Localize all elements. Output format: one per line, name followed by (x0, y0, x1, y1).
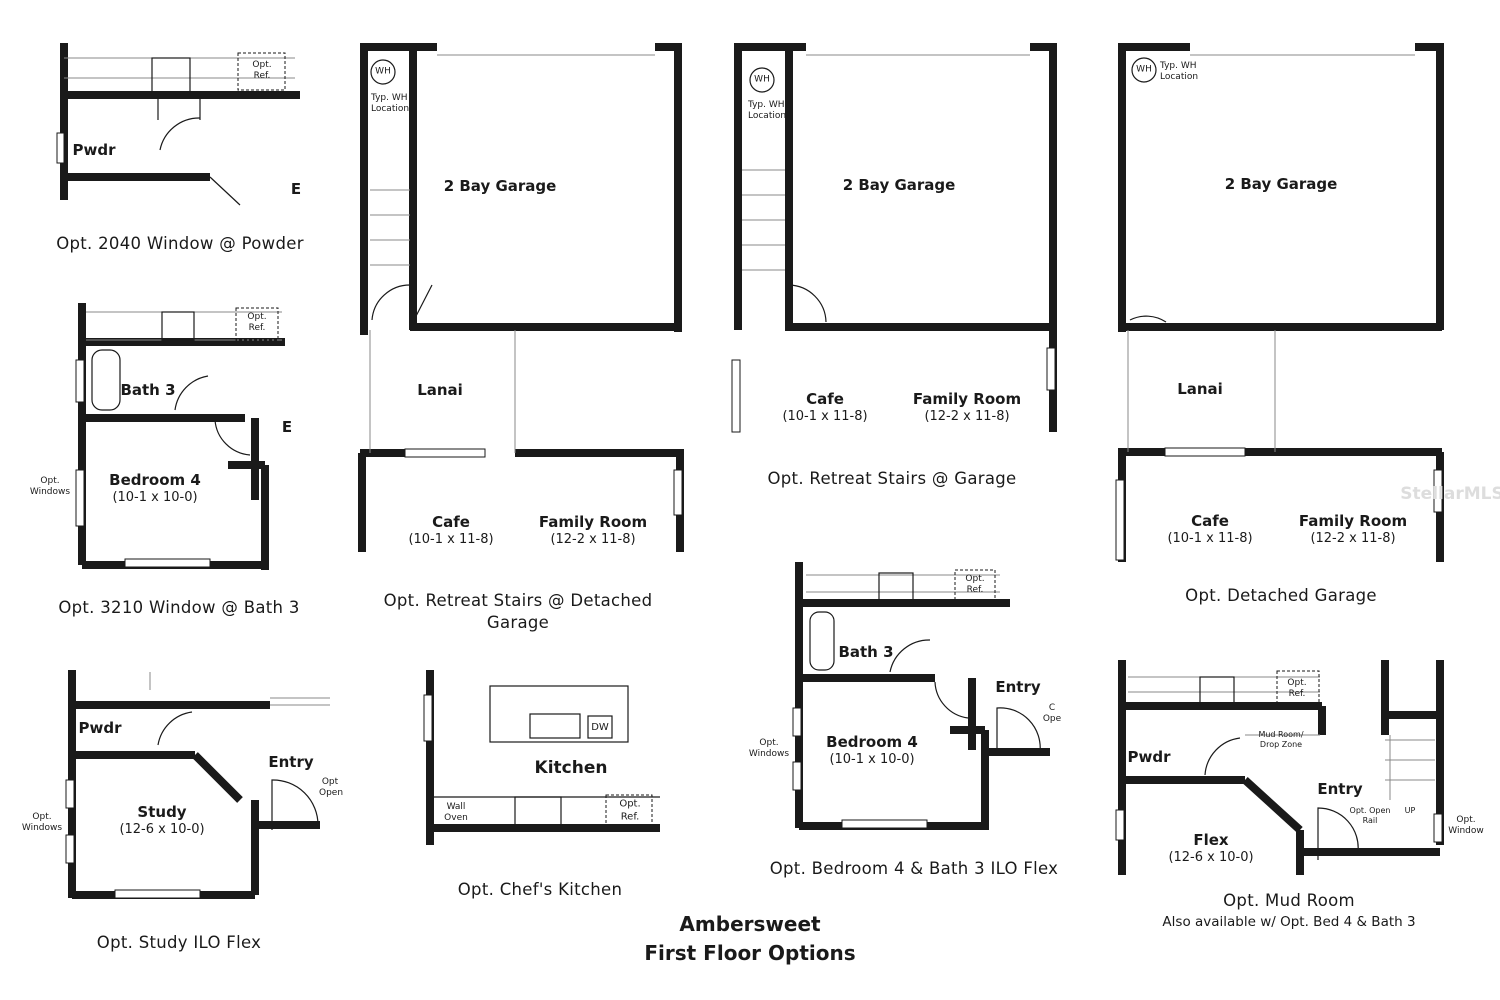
caption-retreat-garage: Opt. Retreat Stairs @ Garage (767, 469, 1017, 489)
room-label-garage: 2 Bay Garage (443, 177, 557, 195)
opt-ref-label: Opt. Ref. (965, 573, 985, 595)
plan-powder-window (56, 43, 300, 206)
room-dim-cafe: (10-1 x 11-8) (782, 409, 868, 425)
entry-label-partial: E (281, 418, 293, 436)
opt-ref-label: Opt. Ref. (252, 59, 272, 81)
room-dim-bedroom4: (10-1 x 10-0) (112, 490, 198, 506)
wh-location-note: Typ. WH Location (1160, 60, 1199, 82)
room-label-family: Family Room (1298, 512, 1408, 530)
caption-detached-garage: Opt. Detached Garage (1185, 586, 1377, 606)
room-dim-study: (12-6 x 10-0) (119, 822, 205, 838)
caption-bed4-bath3: Opt. Bedroom 4 & Bath 3 ILO Flex (769, 859, 1059, 879)
room-label-bedroom4: Bedroom 4 (826, 733, 918, 751)
wh-location-note: Typ. WH Location (748, 99, 787, 121)
room-dim-cafe: (10-1 x 11-8) (1167, 531, 1253, 547)
room-label-study: Study (137, 803, 187, 821)
room-label-lanai: Lanai (417, 381, 463, 399)
room-dim-bedroom4: (10-1 x 10-0) (829, 752, 915, 768)
room-label-cafe: Cafe (1191, 512, 1229, 530)
caption-mud-room: Opt. Mud Room (1223, 891, 1355, 911)
opt-ref-label: Opt. Ref. (247, 311, 267, 333)
opt-ref-label: Opt. Ref. (619, 798, 641, 823)
opt-open-label: C Ope (1042, 702, 1062, 724)
room-label-kitchen: Kitchen (534, 757, 608, 778)
water-heater-label: WH (375, 66, 391, 77)
plan-study (65, 670, 330, 899)
mud-room-label: Mud Room/ Drop Zone (1258, 730, 1304, 749)
opt-windows-label: Opt. Windows (29, 475, 71, 497)
stairs-up-label: UP (1404, 806, 1416, 815)
subcaption-mud-room: Also available w/ Opt. Bed 4 & Bath 3 (1162, 913, 1416, 930)
plan-mud-room (1115, 660, 1444, 875)
sheet-subtitle: First Floor Options (644, 941, 856, 965)
caption-retreat-detached-2: Garage (486, 613, 550, 633)
room-dim-family: (12-2 x 11-8) (550, 532, 636, 548)
room-label-bedroom4: Bedroom 4 (109, 471, 201, 489)
caption-retreat-detached-1: Opt. Retreat Stairs @ Detached (383, 591, 653, 611)
room-label-garage: 2 Bay Garage (1224, 175, 1338, 193)
caption-chefs-kitchen: Opt. Chef's Kitchen (457, 880, 623, 900)
opt-ref-label: Opt. Ref. (1287, 677, 1307, 699)
room-label-pwdr: Pwdr (72, 141, 116, 159)
room-label-cafe: Cafe (432, 513, 470, 531)
wh-location-note: Typ. WH Location (371, 92, 410, 114)
opt-open-label: Opt Open (319, 776, 344, 798)
water-heater-label: WH (754, 74, 770, 85)
plan-retreat-stairs-detached-garage (358, 43, 684, 552)
water-heater-label: WH (1136, 64, 1152, 75)
caption-powder-window: Opt. 2040 Window @ Powder (56, 234, 304, 254)
room-label-entry: Entry (995, 678, 1041, 696)
opt-windows-label: Opt. Windows (21, 811, 63, 833)
room-label-bath3: Bath 3 (120, 381, 176, 399)
plan-chefs-kitchen (423, 670, 660, 845)
room-label-flex: Flex (1193, 831, 1229, 849)
opt-window-label: Opt. Window (1448, 814, 1484, 836)
opt-windows-label: Opt. Windows (748, 737, 790, 759)
room-label-pwdr: Pwdr (1127, 748, 1171, 766)
room-label-family: Family Room (912, 390, 1022, 408)
caption-study: Opt. Study ILO Flex (96, 933, 262, 953)
plan-detached-garage (1115, 43, 1444, 562)
plan-bedroom4-bath3 (792, 562, 1050, 830)
wall-oven-label: Wall Oven (444, 801, 468, 823)
open-rail-label: Opt. Open Rail (1349, 806, 1391, 825)
plan-retreat-stairs-garage (731, 43, 1057, 433)
dishwasher-label: DW (591, 721, 609, 733)
room-label-garage: 2 Bay Garage (842, 176, 956, 194)
room-label-cafe: Cafe (806, 390, 844, 408)
entry-label-partial: E (290, 180, 302, 198)
watermark: StellarMLS (1400, 483, 1500, 504)
caption-bath3-window: Opt. 3210 Window @ Bath 3 (58, 598, 300, 618)
room-dim-family: (12-2 x 11-8) (1310, 531, 1396, 547)
room-label-family: Family Room (538, 513, 648, 531)
room-label-entry: Entry (1317, 780, 1363, 798)
room-label-pwdr: Pwdr (78, 719, 122, 737)
plan-bath3-window (75, 303, 285, 570)
room-dim-flex: (12-6 x 10-0) (1168, 850, 1254, 866)
sheet-title: Ambersweet (679, 912, 821, 936)
room-dim-cafe: (10-1 x 11-8) (408, 532, 494, 548)
room-label-bath3: Bath 3 (838, 643, 894, 661)
room-label-lanai: Lanai (1177, 380, 1223, 398)
room-label-entry: Entry (268, 753, 314, 771)
room-dim-family: (12-2 x 11-8) (924, 409, 1010, 425)
